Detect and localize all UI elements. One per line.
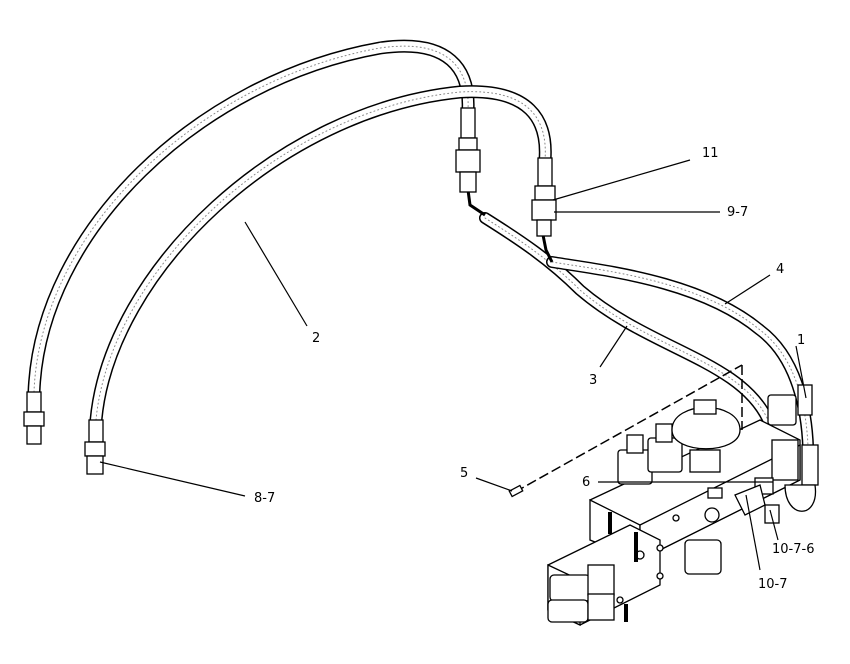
leader-4 [724,274,771,305]
fitting-upper-left [455,107,481,193]
callout-8-7: 8-7 [254,491,275,506]
callout-6: 6 [582,475,590,490]
hose-item-3 [479,212,774,426]
dashed-install-line [514,364,743,493]
hose-item-2 [89,85,552,427]
fitting-item-9-7 [531,157,557,237]
callout-5: 5 [460,466,468,481]
callout-10-7-6: 10-7-6 [772,542,814,557]
tube-connector-left [466,189,486,217]
leader-2 [244,221,308,327]
leader-1 [795,345,807,399]
fitting-left-outer [23,391,45,445]
callout-11: 11 [702,146,719,161]
fitting-item-8-7 [84,419,106,475]
screw-item-5 [508,484,524,498]
tube-connector-right [541,234,554,263]
hose-outer-left [27,39,475,399]
leader-8-7 [99,461,246,497]
callout-3: 3 [589,373,597,388]
callout-1: 1 [797,333,805,348]
callout-9-7: 9-7 [727,205,748,220]
callout-4: 4 [776,262,784,277]
callout-10-7: 10-7 [758,577,788,592]
leader-10-7-6 [769,509,779,541]
leader-3 [599,325,628,368]
leader-11 [552,159,691,201]
valve-block-assembly [547,384,819,627]
callout-2: 2 [312,331,320,346]
hose-item-4 [546,256,815,476]
leader-10-7 [745,494,761,571]
leader-5 [475,477,513,492]
